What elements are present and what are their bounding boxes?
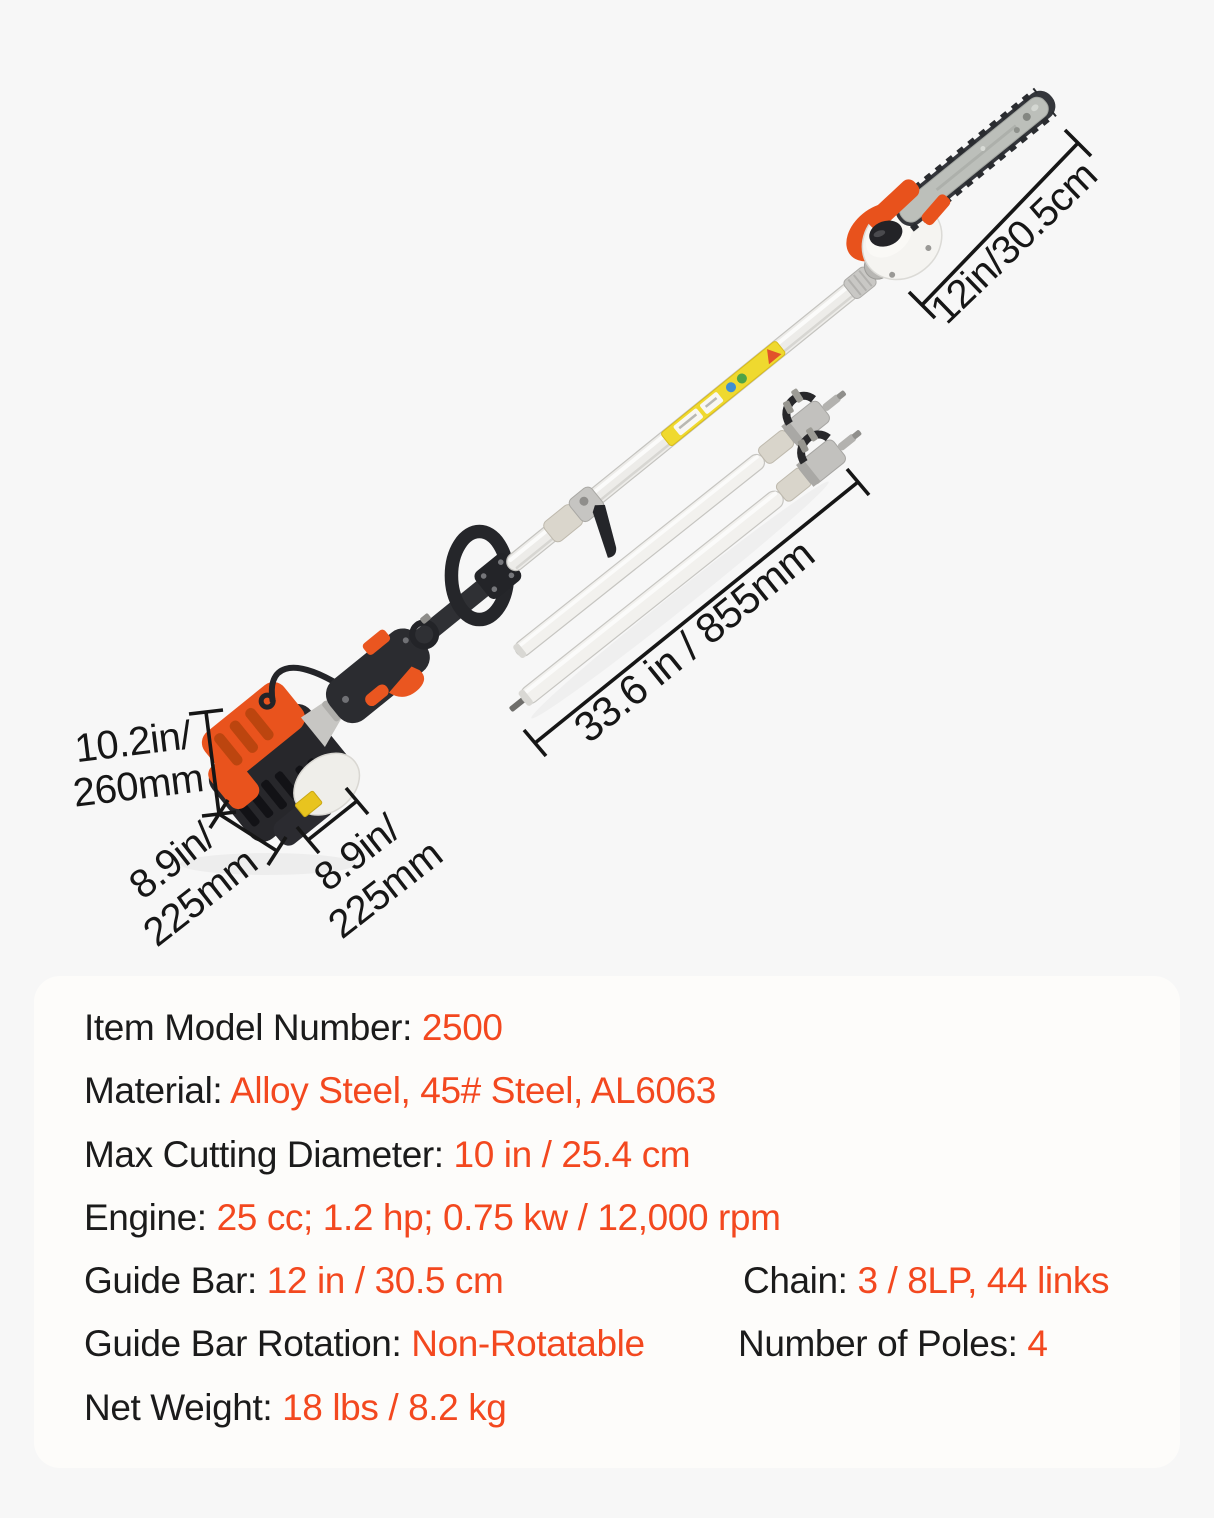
spec-value: Alloy Steel, 45# Steel, AL6063 — [230, 1070, 716, 1112]
spec-label: Max Cutting Diameter: — [84, 1133, 454, 1175]
spare-pole-lower — [509, 427, 862, 712]
throttle-trigger — [388, 666, 425, 697]
spec-value: 10 in / 25.4 cm — [453, 1133, 691, 1175]
spare-pole-upper — [513, 388, 846, 659]
guide-bar — [891, 87, 1057, 232]
spec-label: Material: — [84, 1070, 231, 1112]
spec-value: 18 lbs / 8.2 kg — [282, 1386, 507, 1428]
spec-pair-number-of-poles: Number of Poles: 4 — [738, 1312, 1048, 1375]
spec-value: 3 / 8LP, 44 links — [857, 1260, 1110, 1302]
pole-saw-main-unit — [201, 87, 1057, 846]
spec-label: Guide Bar Rotation: — [84, 1323, 412, 1365]
spec-pair-chain: Chain: 3 / 8LP, 44 links — [743, 1249, 1110, 1312]
dimension-annotations: 12in/30.5cm 33.6 in / 855mm 10.2in/ 260m… — [71, 128, 1106, 955]
dimension-engine-height: 10.2in/ 260mm — [71, 708, 237, 818]
spec-value: 4 — [1027, 1323, 1048, 1365]
saw-head — [843, 87, 1057, 300]
spec-label: Number of Poles: — [738, 1323, 1028, 1365]
spec-row-model: Item Model Number: 2500 — [84, 996, 1150, 1059]
spec-label: Guide Bar: — [84, 1260, 267, 1302]
quick-connect-coupler — [543, 486, 617, 558]
pole-clamp-lever — [782, 391, 817, 426]
spec-value: 25 cc; 1.2 hp; 0.75 kw / 12,000 rpm — [216, 1196, 781, 1238]
bar-mount-bracket — [866, 179, 920, 230]
spec-row-material: Material: Alloy Steel, 45# Steel, AL6063 — [84, 1059, 1150, 1122]
spec-value: 2500 — [421, 1007, 503, 1048]
trigger-handle — [325, 628, 430, 724]
coupler-lever — [592, 504, 617, 558]
spec-row-max-cutting-diameter: Max Cutting Diameter: 10 in / 25.4 cm — [84, 1123, 1150, 1186]
spec-value: 12 in / 30.5 cm — [266, 1260, 504, 1302]
cable-loop — [258, 692, 276, 710]
spec-label: Chain: — [743, 1260, 858, 1302]
spec-row-guide-bar-chain: Guide Bar: 12 in / 30.5 cm Chain: 3 / 8L… — [84, 1249, 1150, 1312]
spec-label: Net Weight: — [84, 1386, 283, 1428]
pole-clamp-lever — [797, 430, 831, 465]
engine — [201, 682, 361, 846]
oil-cap-knob — [869, 220, 903, 247]
spec-value: Non-Rotatable — [411, 1323, 645, 1365]
spec-row-net-weight: Net Weight: 18 lbs / 8.2 kg — [84, 1376, 1150, 1439]
shaft-warning-label — [661, 341, 786, 447]
throttle-lock — [365, 684, 389, 707]
recoil-starter-cover — [201, 682, 305, 810]
spec-row-engine: Engine: 25 cc; 1.2 hp; 0.75 kw / 12,000 … — [84, 1186, 1150, 1249]
product-photo: 12in/30.5cm 33.6 in / 855mm 10.2in/ 260m… — [71, 87, 1106, 955]
engine-warning-label — [294, 790, 323, 818]
stop-switch — [362, 629, 391, 655]
spec-row-rotation-poles: Guide Bar Rotation: Non-Rotatable Number… — [84, 1312, 1150, 1375]
spec-label: Item Model Number: — [84, 1007, 422, 1048]
spec-panel: Item Model Number: 2500 Material: Alloy … — [34, 976, 1180, 1468]
spec-label: Engine: — [84, 1196, 217, 1238]
throttle-cable — [268, 664, 341, 703]
